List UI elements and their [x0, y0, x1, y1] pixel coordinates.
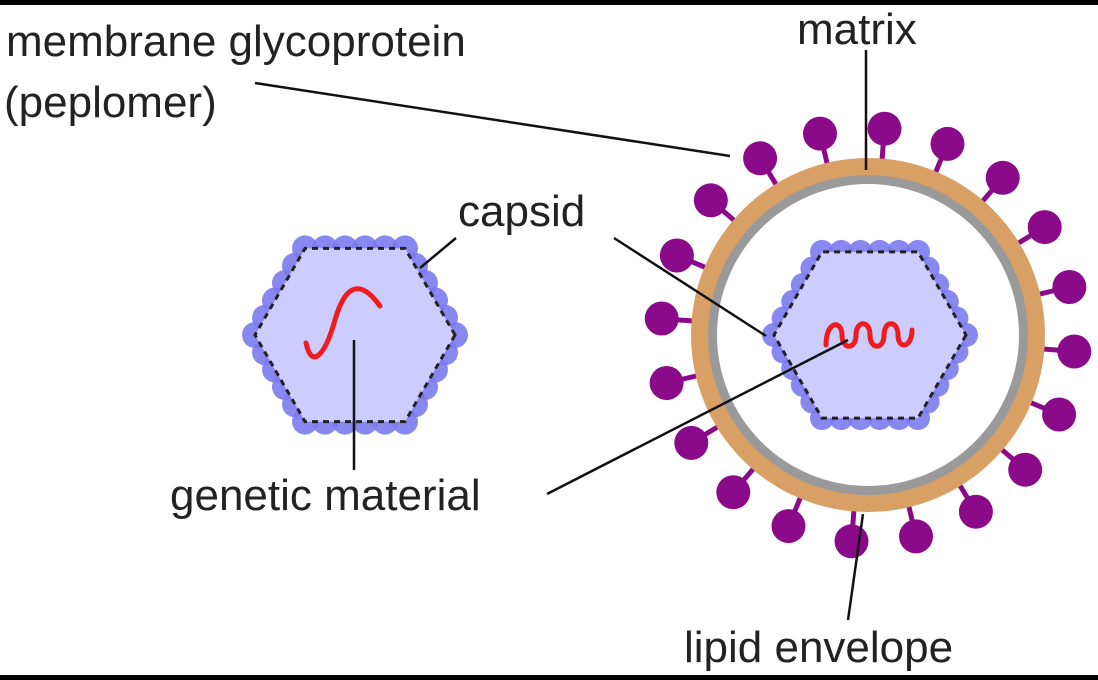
glycoprotein-head: [1042, 397, 1077, 432]
glycoprotein-head: [644, 301, 679, 336]
left-genetic-material-strand: [303, 286, 383, 360]
glycoprotein-head: [899, 519, 933, 554]
glycoprotein-head: [1008, 452, 1043, 487]
label-membrane-glycoprotein: membrane glycoprotein: [6, 17, 466, 66]
glycoprotein-head: [834, 524, 869, 559]
glycoprotein-head: [930, 126, 965, 161]
glycoprotein-head: [958, 494, 993, 529]
glycoprotein-head: [716, 475, 751, 510]
glycoprotein-head: [1057, 334, 1092, 369]
glycoprotein-head: [659, 238, 694, 273]
outer-capsid: [242, 235, 468, 435]
glycoprotein-head: [985, 160, 1020, 195]
leader-line-lipid-envelope: [846, 513, 865, 621]
leader-line-membrane-glycoprotein: [254, 81, 731, 158]
label-peplomer: (peplomer): [4, 78, 217, 127]
leader-line-genetic-material-right: [546, 338, 849, 496]
label-matrix: matrix: [797, 5, 917, 54]
leader-line-capsid-right: [613, 236, 767, 338]
capsid-shell: [253, 246, 457, 424]
glycoprotein-head: [771, 509, 806, 544]
glycoprotein-head: [649, 366, 684, 400]
glycoprotein-head: [693, 183, 728, 218]
inner-genetic-material-coil: [823, 321, 915, 349]
glycoprotein-head: [743, 141, 778, 176]
label-lipid-envelope: lipid envelope: [684, 623, 953, 672]
glycoprotein-head: [674, 425, 709, 460]
glycoprotein-head: [1027, 210, 1062, 245]
naked-virus: [242, 235, 468, 435]
enveloped-virus: [644, 111, 1092, 559]
label-genetic-material: genetic material: [170, 471, 481, 520]
glycoprotein-head: [867, 111, 902, 146]
label-capsid: capsid: [458, 187, 585, 236]
glycoprotein-head: [1052, 270, 1087, 304]
glycoprotein-spikes: [644, 111, 1092, 559]
glycoprotein-head: [803, 116, 837, 151]
leader-lines: [254, 50, 868, 621]
leader-line-capsid-left: [419, 237, 457, 269]
